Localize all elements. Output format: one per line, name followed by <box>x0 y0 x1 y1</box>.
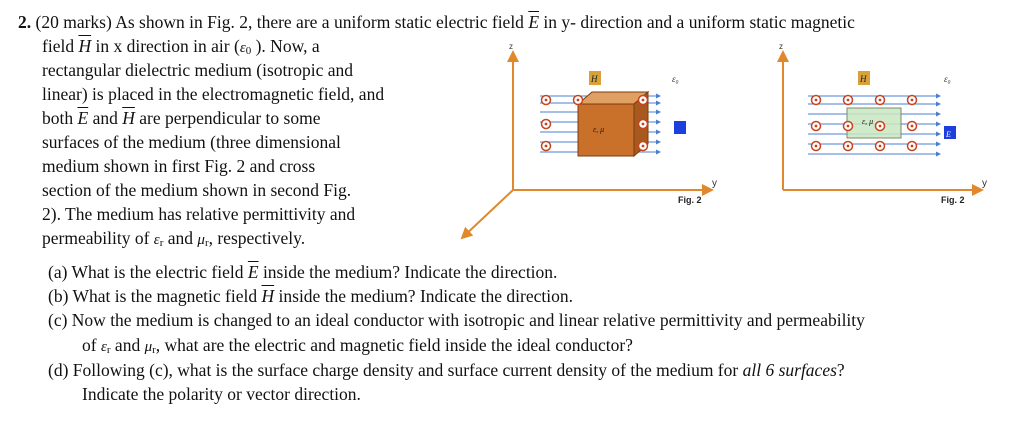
problem-text: and <box>167 228 194 248</box>
problem-text: both <box>42 108 74 128</box>
question-d-line-1: (d) Following (c), what is the surface c… <box>48 359 845 381</box>
problem-text: field <box>42 36 75 56</box>
symbol-eps: ε <box>239 40 246 56</box>
problem-text: are perpendicular to some <box>139 108 321 128</box>
question-c-line-1: (c) Now the medium is changed to an idea… <box>48 310 865 330</box>
question-text: and <box>114 335 141 355</box>
problem-line-8: section of the medium shown in second Fi… <box>42 180 352 200</box>
problem-line-6: surfaces of the medium (three dimensiona… <box>42 132 341 152</box>
question-text: (b) What is the magnetic field <box>48 286 258 306</box>
question-text: (a) What is the electric field <box>48 262 244 282</box>
fig2-cross-section <box>846 107 902 139</box>
symbol-h: H <box>122 108 135 128</box>
fig2-medium-label: ε, μ <box>862 117 873 126</box>
fig1-h-label-bg <box>589 71 601 85</box>
fig1-h-markers <box>540 94 649 152</box>
symbol-mu: μ <box>144 339 153 355</box>
fig2-h-label: H <box>859 74 867 84</box>
subscript: 0 <box>245 45 252 57</box>
problem-line-7: medium shown in first Fig. 2 and cross <box>42 156 316 176</box>
problem-text: and <box>92 108 118 128</box>
symbol-h: H <box>78 36 92 56</box>
fig2-field-lines <box>808 93 941 157</box>
symbol-e: E <box>247 262 259 282</box>
subscript: r <box>159 237 164 249</box>
problem-line-5: both E and H are perpendicular to some <box>42 107 321 129</box>
fig2-z-label: z <box>779 42 783 51</box>
problem-line-10: permeability of εr and μr, respectively. <box>42 227 305 254</box>
subscript: r <box>106 344 111 356</box>
fig1-h-label: H <box>590 74 598 84</box>
question-text: (d) Following (c), what is the surface c… <box>48 360 739 380</box>
problem-number: 2. <box>18 12 32 32</box>
fig1-z-label: z <box>509 42 513 51</box>
question-d-line-2: Indicate the polarity or vector directio… <box>82 384 361 404</box>
fig2-e-square <box>944 126 956 139</box>
problem-line-2: field H in x direction in air (ε0 ). Now… <box>42 35 320 62</box>
problem-line-1: 2. (20 marks) As shown in Fig. 2, there … <box>18 11 855 33</box>
symbol-eps: ε <box>153 232 160 248</box>
fig1-e-square <box>674 121 686 134</box>
question-text: inside the medium? Indicate the directio… <box>278 286 573 306</box>
fig2-eps0-label: ε₀ <box>944 74 951 84</box>
question-c-line-2: of εr and μr, what are the electric and … <box>82 334 633 361</box>
symbol-eps: ε <box>100 339 107 355</box>
question-text: , what are the electric and magnetic fie… <box>155 335 633 355</box>
fig2-h-label-bg <box>858 71 870 85</box>
fig1-axes <box>460 50 714 240</box>
problem-text: in y- direction and a uniform static mag… <box>543 12 855 32</box>
fig2-e-label: E <box>945 130 951 139</box>
question-text: inside the medium? Indicate the directio… <box>262 262 558 282</box>
problem-line-9: 2). The medium has relative permittivity… <box>42 204 356 224</box>
problem-text: ). Now, a <box>255 36 320 56</box>
problem-points: (20 marks) <box>35 12 112 32</box>
fig1-caption: Fig. 2 <box>678 195 702 205</box>
problem-text: permeability of <box>42 228 150 248</box>
fig2-y-label: y <box>982 178 987 189</box>
question-text: of <box>82 335 97 355</box>
symbol-mu: μ <box>197 232 205 248</box>
problem-text: , respectively. <box>208 228 306 248</box>
fig1-eps0-label: ε₀ <box>672 74 679 84</box>
symbol-h: H <box>261 286 275 306</box>
symbol-e: E <box>528 12 540 32</box>
question-a: (a) What is the electric field E inside … <box>48 261 557 283</box>
fig1-medium-label: ε, μ <box>593 125 604 134</box>
box-front <box>577 103 635 157</box>
question-text: ? <box>836 360 845 380</box>
problem-line-4: linear) is placed in the electromagnetic… <box>42 84 385 104</box>
question-emphasis: all 6 surfaces <box>742 360 837 380</box>
question-b: (b) What is the magnetic field H inside … <box>48 285 573 307</box>
fig1-y-label: y <box>712 178 717 189</box>
problem-text: As shown in Fig. 2, there are a uniform … <box>115 12 524 32</box>
problem-line-3: rectangular dielectric medium (isotropic… <box>42 60 353 80</box>
subscript: r <box>204 237 209 249</box>
fig2-axes <box>777 50 984 196</box>
fig1-x-axis <box>460 189 514 240</box>
problem-text: in x direction in air ( <box>95 36 240 56</box>
fig2-caption: Fig. 2 <box>941 195 965 205</box>
symbol-e: E <box>77 108 89 128</box>
subscript: r <box>152 344 156 356</box>
